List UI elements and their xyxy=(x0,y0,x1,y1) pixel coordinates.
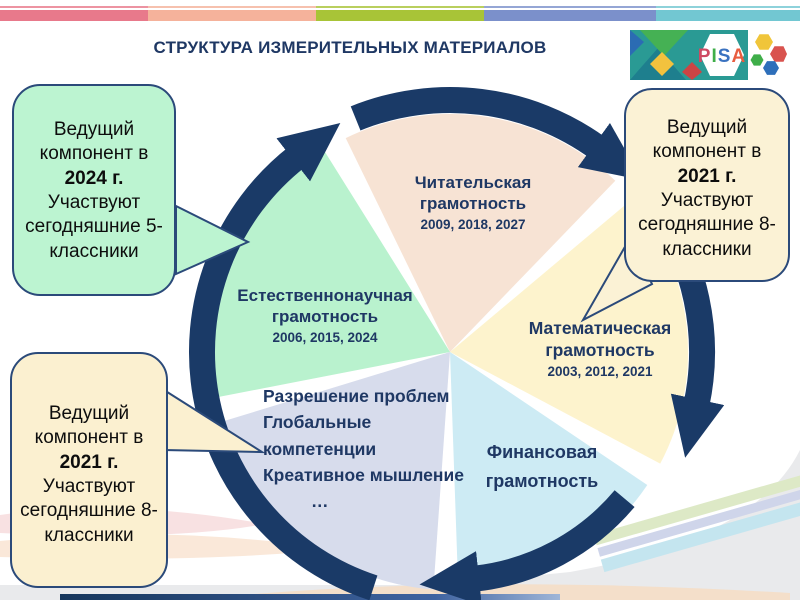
callout-year: 2024 г. xyxy=(64,167,124,189)
bar-seg-teal xyxy=(656,10,800,21)
wedge-reading xyxy=(345,114,616,353)
wedge-science xyxy=(212,150,450,398)
arrow-left xyxy=(189,122,378,600)
bar-seg-peach xyxy=(148,10,316,21)
wedge-years: 2003, 2012, 2021 xyxy=(547,363,653,379)
callout-text: Ведущий компонент в xyxy=(652,117,762,163)
callout-science-2024: Ведущий компонент в 2024 г. Участвуют се… xyxy=(12,84,176,296)
label-science-literacy: Естественнонаучная грамотность 2006, 201… xyxy=(200,285,450,345)
accent-seg xyxy=(0,6,148,8)
problems-item: Креативное мышление xyxy=(263,464,464,485)
top-color-bar xyxy=(0,10,800,21)
bar-seg-pink xyxy=(0,10,148,21)
label-math-literacy: Математическая грамотность 2003, 2012, 2… xyxy=(500,318,700,379)
callout-year: 2021 г. xyxy=(59,451,119,473)
wedge-title: Читательская грамотность xyxy=(414,173,532,214)
wedge-years: 2006, 2015, 2024 xyxy=(272,329,378,345)
accent-seg xyxy=(484,6,656,8)
accent-seg xyxy=(656,6,800,8)
callout-tail-science xyxy=(175,204,251,276)
problems-item-ellipsis: … xyxy=(311,491,329,511)
callout-text: Участвуют сегодняшние 5-классники xyxy=(25,191,163,262)
callout-text: Ведущий компонент в xyxy=(34,403,144,449)
arrow-bottom xyxy=(419,490,635,600)
wedge-title: Финансовая грамотность xyxy=(485,442,599,491)
problems-item: Глобальные компетенции xyxy=(263,412,377,459)
pisa-logo: PISA xyxy=(630,30,787,80)
wedge-title: Естественнонаучная грамотность xyxy=(237,286,413,327)
callout-text: Участвуют сегодняшние 8-классники xyxy=(638,189,776,260)
problems-item: Разрешение проблем xyxy=(263,386,450,406)
bar-seg-blue xyxy=(484,10,656,21)
label-reading-literacy: Читательская грамотность 2009, 2018, 202… xyxy=(378,172,568,232)
ribbons xyxy=(593,462,800,573)
label-finance-literacy: Финансовая грамотность xyxy=(452,438,632,496)
callout-text: Участвуют сегодняшние 8-классники xyxy=(20,475,158,546)
wedge-title: Математическая грамотность xyxy=(528,318,672,360)
accent-seg xyxy=(316,6,484,8)
arrow-top xyxy=(350,87,643,181)
callout-text: Ведущий компонент в xyxy=(39,119,149,165)
pisa-logo-text: PISA xyxy=(698,46,746,67)
label-problems-competencies: Разрешение проблем Глобальные компетенци… xyxy=(263,383,488,514)
callout-problems-2021: Ведущий компонент в 2021 г. Участвуют се… xyxy=(10,352,168,588)
callout-math-2021: Ведущий компонент в 2021 г. Участвуют се… xyxy=(624,88,790,282)
top-accent-line xyxy=(0,6,800,8)
wedge-problems xyxy=(222,352,450,590)
page-title: СТРУКТУРА ИЗМЕРИТЕЛЬНЫХ МАТЕРИАЛОВ xyxy=(153,38,547,57)
wedge-years: 2009, 2018, 2027 xyxy=(420,216,526,232)
bar-seg-green xyxy=(316,10,484,21)
accent-seg xyxy=(148,6,316,8)
callout-year: 2021 г. xyxy=(677,165,737,187)
